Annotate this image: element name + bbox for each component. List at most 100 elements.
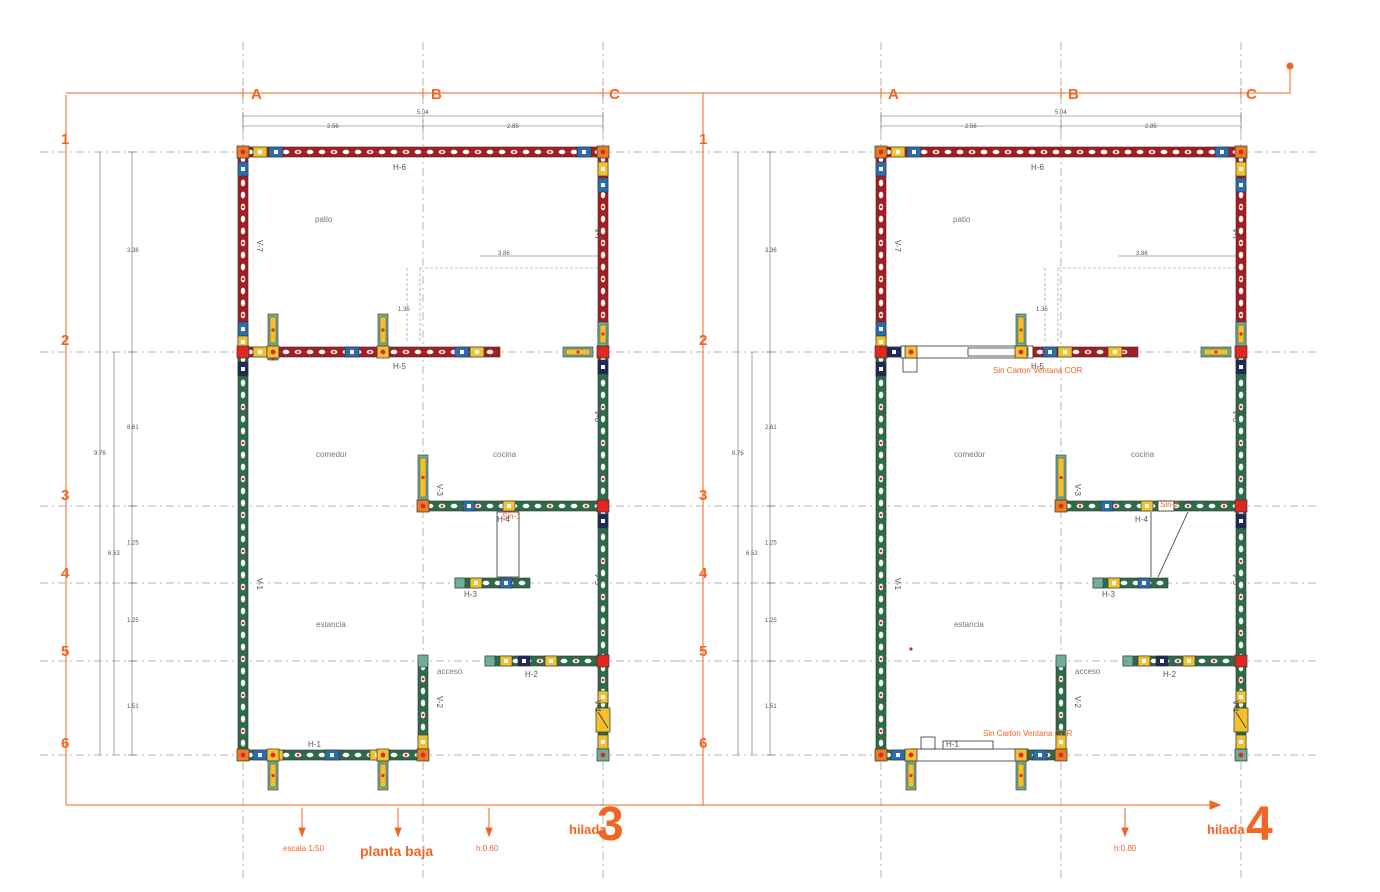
wall-horizontal: [1092, 577, 1169, 589]
block-hole: [1238, 379, 1244, 387]
special-block-core: [475, 350, 479, 354]
block-hole: [1238, 641, 1244, 649]
interior-dims: [1044, 267, 1241, 343]
room-label: patio: [315, 215, 333, 224]
block-hole: [240, 227, 246, 235]
rebar-dot: [1086, 350, 1090, 354]
special-block-core: [892, 350, 896, 354]
rebar-dot: [1042, 150, 1046, 154]
special-block-core: [241, 367, 245, 371]
wall-tag: H-2: [1163, 670, 1176, 679]
special-block-core: [241, 327, 245, 331]
special-block-core: [879, 367, 883, 371]
dim-total: 6.52: [746, 551, 758, 557]
special-block-core: [258, 150, 262, 154]
wall-tag: V-6: [593, 410, 602, 423]
hilada-number: 4: [1246, 798, 1273, 851]
column-labels-right: A B C: [888, 86, 1257, 103]
block-hole: [240, 215, 246, 223]
connector-line: [1157, 511, 1189, 578]
rebar-dot: [878, 349, 884, 355]
block-hole: [878, 607, 884, 615]
block-hole: [600, 487, 606, 495]
block-hole: [878, 463, 884, 471]
block-hole: [240, 415, 246, 423]
column-label: B: [1068, 86, 1079, 103]
block-hole: [944, 149, 952, 155]
rebar-dot: [879, 477, 883, 481]
rebar-dot: [574, 659, 578, 663]
footer-left: escala 1:50 planta baja h:0.60 hilada 3: [283, 798, 624, 859]
rebar-dot: [1019, 328, 1023, 332]
dim-total: 6.53: [108, 551, 120, 557]
footer-arrow-head: [394, 827, 402, 838]
rebar-dot: [381, 328, 385, 332]
wall-vertical: [597, 351, 609, 507]
frame-lines: [65, 62, 1294, 810]
block-hole: [240, 559, 246, 567]
footer-right: h:0.80 hilada 4: [1114, 798, 1273, 853]
block-hole: [600, 617, 606, 625]
block-hole: [1198, 658, 1206, 664]
rebar-dot: [420, 503, 426, 509]
pier-vertical: [267, 760, 279, 791]
block-hole: [600, 463, 606, 471]
special-block-core: [879, 167, 883, 171]
wall-tag: H-5: [1031, 362, 1044, 371]
wall-tag: H-5: [393, 362, 406, 371]
wall-vertical: [237, 351, 249, 756]
block-hole: [878, 499, 884, 507]
special-block-core: [421, 740, 425, 744]
dim-short: 1.35: [1036, 307, 1048, 313]
rebar-dot: [1006, 150, 1010, 154]
rebar-dot: [421, 713, 425, 717]
block-hole: [1208, 149, 1216, 155]
rebar-dot: [332, 150, 336, 154]
rebar-dot: [601, 559, 605, 563]
wall-tag: H-6: [393, 163, 406, 172]
block-hole: [600, 379, 606, 387]
wall-horizontal: [242, 146, 604, 158]
rebar-dot: [241, 585, 245, 589]
door-swing: [597, 711, 609, 729]
rebar-dot: [240, 752, 246, 758]
block-hole: [1238, 391, 1244, 399]
special-block-core: [1239, 167, 1243, 171]
block-hole: [600, 227, 606, 235]
axis-ticks: [880, 88, 1242, 98]
block-hole: [1238, 227, 1244, 235]
block-hole: [342, 149, 350, 155]
special-block-core: [1059, 740, 1063, 744]
block-hole: [1100, 149, 1108, 155]
block-hole: [956, 149, 964, 155]
special-block-core: [1142, 581, 1146, 585]
rebar-dot: [241, 441, 245, 445]
rebar-dot: [879, 441, 883, 445]
block-hole: [600, 641, 606, 649]
block-hole: [1238, 605, 1244, 613]
planta-baja-label: planta baja: [360, 843, 433, 859]
rebar-dot: [332, 350, 336, 354]
block-hole: [306, 149, 314, 155]
rebar-dot: [600, 149, 606, 155]
rebar-dot: [601, 405, 605, 409]
block-hole: [240, 739, 246, 747]
block-hole: [878, 667, 884, 675]
dim-row: 8.61: [127, 425, 139, 431]
rebar-dot: [368, 350, 372, 354]
wall-horizontal: [484, 655, 604, 667]
room-label: estancia: [954, 620, 984, 629]
block-hole: [1238, 581, 1244, 589]
rebar-dot: [1018, 349, 1024, 355]
rebar-dot: [1238, 149, 1244, 155]
rebar-dot: [879, 241, 883, 245]
block-hole: [390, 349, 398, 355]
block-hole: [282, 752, 290, 758]
block-hole: [560, 658, 568, 664]
rebar-dot: [1238, 658, 1244, 664]
block-hole: [600, 533, 606, 541]
block-hole: [498, 149, 506, 155]
block-hole: [992, 149, 1000, 155]
room-label: patio: [953, 215, 971, 224]
